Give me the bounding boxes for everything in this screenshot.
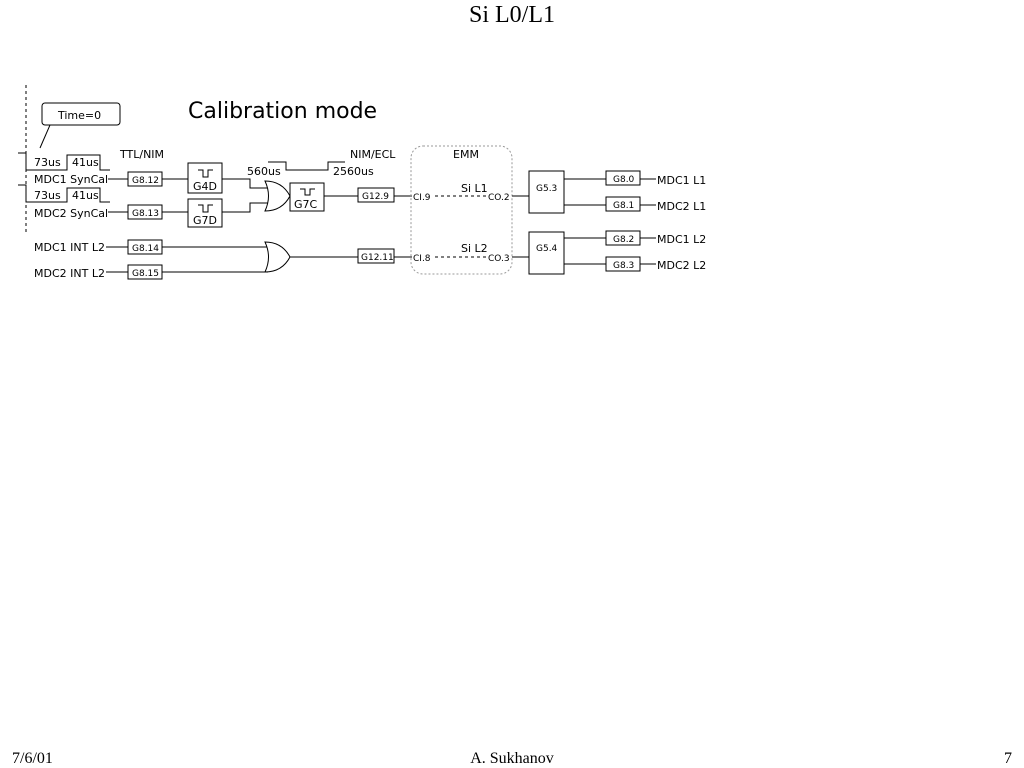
- timing-73us-1: 73us: [34, 156, 61, 169]
- gate-g8-12-label: G8.12: [132, 176, 159, 186]
- nim-ecl-label: NIM/ECL: [350, 148, 396, 161]
- mdc1-timing-waveform: [18, 152, 110, 171]
- gate-g7d-label: G7D: [193, 214, 217, 227]
- gate-g5-4-label: G5.4: [536, 244, 558, 254]
- emm-port-ci8: CI.8: [413, 254, 431, 264]
- gate-g5-3: [528, 170, 565, 214]
- diagram-subtitle: Calibration mode: [188, 99, 377, 124]
- gate-g12-9: [357, 187, 395, 203]
- footer-date: 7/6/01: [12, 750, 53, 767]
- gate-g8-13-label: G8.13: [132, 209, 159, 219]
- ttl-nim-label: TTL/NIM: [119, 148, 164, 161]
- input-mdc1-int-l2: MDC1 INT L2: [34, 241, 105, 254]
- gate-g4d: [187, 162, 223, 194]
- emm-signal-sil1: Si L1: [461, 182, 488, 195]
- pulse-2560us: 2560us: [333, 165, 374, 178]
- gate-g12-9-label: G12.9: [362, 192, 389, 202]
- wire-g7d-or1: [222, 202, 268, 213]
- pulse-560us: 560us: [247, 165, 281, 178]
- slide-title: Si L0/L1: [468, 2, 555, 28]
- timing-41us-1: 41us: [72, 156, 99, 169]
- gate-g12-11: [357, 248, 395, 264]
- emm-port-co3: CO.3: [488, 254, 510, 264]
- emm-port-ci9: CI.9: [413, 193, 431, 203]
- gate-g7d: [187, 198, 223, 228]
- output-mdc1-l2: MDC1 L2: [657, 233, 706, 246]
- input-mdc1-syncal: MDC1 SynCal: [34, 173, 108, 186]
- wire-g4d-or1: [222, 178, 268, 189]
- or-gate-int-l2: [264, 241, 291, 273]
- timing-73us-2: 73us: [34, 189, 61, 202]
- output-mdc1-l1: MDC1 L1: [657, 174, 706, 187]
- time-zero-callout: [41, 102, 121, 126]
- gate-g5-4: [528, 231, 565, 275]
- g7d-pulse-icon: [198, 204, 213, 213]
- gate-g8-3-label: G8.3: [613, 261, 634, 271]
- gate-g8-2-label: G8.2: [613, 235, 634, 245]
- gate-g8-0-label: G8.0: [613, 175, 635, 185]
- pulse-shape-line: [268, 161, 345, 171]
- gate-g8-0: [605, 170, 641, 186]
- gate-g8-15-label: G8.15: [132, 269, 159, 279]
- output-mdc2-l1: MDC2 L1: [657, 200, 706, 213]
- gate-g8-14-label: G8.14: [132, 244, 159, 254]
- g7c-pulse-icon: [300, 188, 315, 196]
- timing-41us-2: 41us: [72, 189, 99, 202]
- gate-g12-11-label: G12.11: [361, 253, 394, 263]
- gate-g8-1-label: G8.1: [613, 201, 634, 211]
- gate-g8-1: [605, 196, 641, 212]
- footer-page-number: 7: [1004, 750, 1012, 767]
- gate-g7c: [289, 182, 325, 212]
- gate-g5-3-label: G5.3: [536, 184, 557, 194]
- or-gate-syncal: [264, 180, 291, 212]
- callout-pointer: [39, 124, 51, 149]
- mdc2-timing-waveform: [18, 184, 110, 203]
- emm-signal-sil2: Si L2: [461, 242, 488, 255]
- input-mdc2-syncal: MDC2 SynCal: [34, 207, 108, 220]
- g4d-pulse-icon: [198, 169, 213, 178]
- emm-label: EMM: [453, 148, 479, 161]
- gate-g4d-label: G4D: [193, 180, 217, 193]
- footer-author: A. Sukhanov: [470, 750, 554, 767]
- gate-g7c-label: G7C: [294, 198, 318, 211]
- emm-port-co2: CO.2: [488, 193, 510, 203]
- input-mdc2-int-l2: MDC2 INT L2: [34, 267, 105, 280]
- output-mdc2-l2: MDC2 L2: [657, 259, 706, 272]
- emm-module: [410, 145, 513, 275]
- time-zero-label: Time=0: [57, 109, 101, 122]
